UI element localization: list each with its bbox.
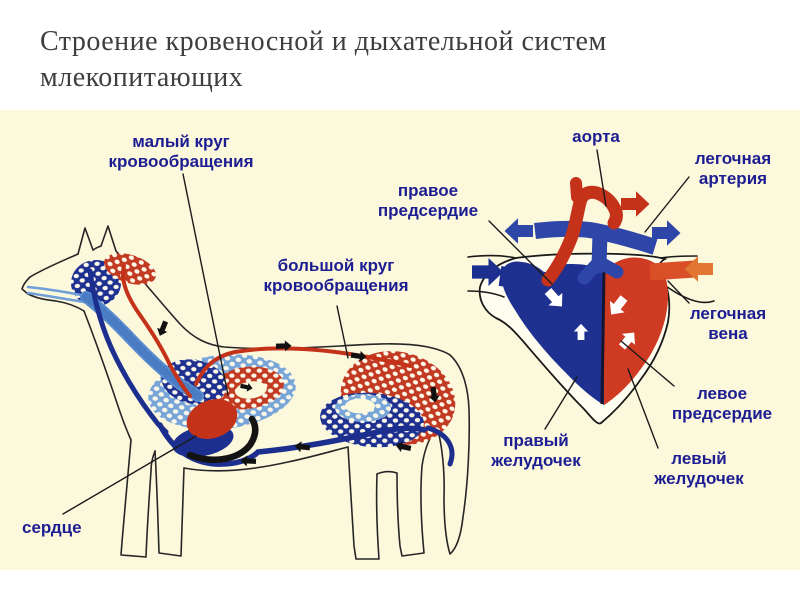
dog-rear-leg-b	[376, 434, 433, 557]
trachea	[26, 285, 204, 402]
label-pulmonary-vein: легочная вена	[690, 304, 766, 344]
label-small-circle-line2: кровообращения	[108, 152, 254, 171]
label-pulmonary-artery-line2: артерия	[698, 169, 768, 188]
leader-left-ventricle	[627, 368, 659, 449]
aorta-tube	[541, 177, 623, 287]
body-mesh-hole	[345, 398, 375, 414]
dog-nose	[21, 276, 31, 295]
pulmonary-vein-outline-bottom	[662, 283, 715, 304]
dog-ear-right	[100, 225, 117, 252]
label-right-atrium: правое предсердие	[378, 181, 478, 221]
pulmonary-trunk-right-branch	[592, 255, 624, 279]
dog-rear-leg-a	[347, 446, 380, 560]
right-heart-mass	[501, 261, 604, 405]
label-pulmonary-artery-line1: легочная	[694, 149, 772, 168]
jugular-vein	[87, 268, 169, 435]
trachea-nose-line-2	[26, 291, 86, 304]
dog-heart-shadow	[186, 415, 259, 463]
label-pulmonary-vein-line2: вена	[708, 324, 748, 343]
trachea-ribs	[81, 292, 203, 401]
label-left-atrium-line2: предсердие	[671, 404, 773, 423]
label-right-ventricle-line1: правый	[503, 431, 569, 450]
label-big-circle: большой круг кровообращения	[263, 256, 408, 296]
label-left-atrium-line1: левое	[696, 384, 748, 403]
dorsal-artery	[194, 346, 412, 386]
leader-small-circle	[182, 173, 229, 396]
aorta-head-branch	[570, 177, 583, 203]
slide-title: Строение кровеносной и дыхательной систе…	[40, 24, 607, 97]
label-left-atrium: левое предсердие	[672, 384, 772, 424]
dog-heart-artery-lobe	[186, 399, 238, 439]
leader-big-circle	[336, 305, 349, 359]
heart-septum	[600, 269, 606, 405]
dog-diagram	[21, 225, 471, 560]
lung-mesh-blue	[161, 359, 227, 405]
dog-jaw	[27, 293, 85, 312]
label-small-circle: малый круг кровообращения	[108, 132, 253, 172]
leader-lines	[62, 149, 690, 515]
slide-title-line2: млекопитающих	[40, 62, 244, 94]
vena-cava-outline-top	[467, 254, 517, 259]
dog-front-leg-b	[154, 450, 185, 557]
heart-diagram	[467, 177, 715, 425]
arteries	[121, 264, 412, 398]
leader-pulmonary-artery	[644, 176, 690, 233]
dog-head-crown	[92, 245, 102, 251]
leader-pulmonary-vein	[667, 280, 690, 304]
dog-front-leg-a	[120, 439, 156, 558]
leader-aorta	[596, 149, 607, 207]
slide-title-line1: Строение кровеносной и дыхательной систе…	[40, 26, 607, 57]
label-right-ventricle: правый желудочек	[491, 431, 580, 471]
diagram-panel: малый круг кровообращения большой круг к…	[0, 110, 800, 570]
pulmonary-vein-outline-top	[660, 255, 698, 259]
label-right-atrium-line1: правое	[397, 181, 459, 200]
aorta-arrow	[621, 191, 650, 217]
vessel-outlines	[467, 254, 715, 304]
aorta-arch	[541, 185, 623, 287]
dog-ear-left	[77, 227, 94, 255]
flow-arrow-belly-1	[293, 440, 311, 454]
leader-heart	[62, 435, 197, 515]
label-small-circle-line1: малый круг	[132, 132, 230, 151]
body-capillaries	[320, 351, 456, 448]
label-right-ventricle-line2: желудочек	[491, 451, 581, 470]
label-pulmonary-artery: легочная артерия	[695, 149, 771, 189]
leader-right-atrium	[488, 220, 553, 285]
label-left-ventricle: левый желудочек	[654, 449, 743, 489]
label-left-ventricle-line2: желудочек	[654, 469, 744, 488]
label-aorta-line1: аорта	[572, 127, 620, 146]
label-right-atrium-line2: предсердие	[377, 201, 479, 220]
dog-heart	[172, 399, 259, 463]
hip-vein-loop	[425, 425, 455, 467]
label-big-circle-line1: большой круг	[277, 256, 395, 275]
flow-arrow-neck	[154, 319, 171, 338]
label-heart-line1: сердце	[22, 518, 82, 537]
leader-right-ventricle	[544, 376, 578, 430]
left-heart-mass	[604, 257, 669, 405]
label-big-circle-line2: кровообращения	[263, 276, 409, 295]
head-capillary-red	[103, 253, 157, 285]
dog-chest-line	[83, 310, 132, 441]
dog-muzzle-top	[29, 253, 79, 278]
diagram-svg	[21, 149, 715, 560]
neck-artery	[121, 264, 192, 398]
label-left-ventricle-line1: левый	[671, 449, 727, 468]
label-heart: сердце	[22, 518, 82, 538]
vena-cava-outline-bottom	[467, 290, 505, 298]
pulmonary-trunk	[577, 226, 624, 285]
dog-tail	[430, 354, 471, 555]
label-aorta: аорта	[572, 127, 620, 147]
dog-belly-line	[183, 446, 349, 472]
leader-left-atrium	[620, 340, 675, 387]
label-pulmonary-vein-line1: легочная	[689, 304, 767, 323]
